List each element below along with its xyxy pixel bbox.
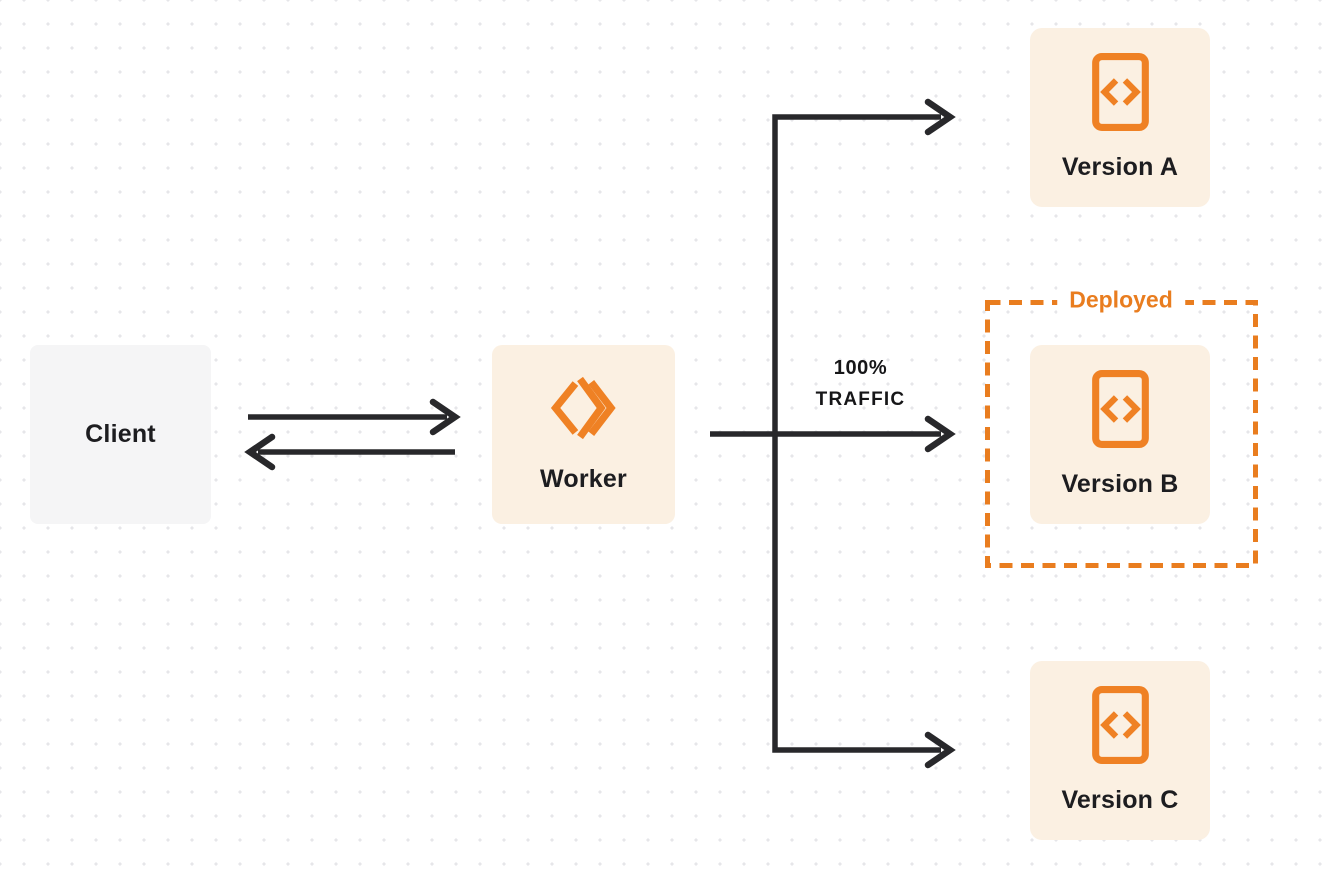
client-label: Client [85,420,156,448]
arrow-client-to-worker [248,398,461,436]
version-a-node: Version A [1030,28,1210,207]
arrow-to-version-c [924,731,956,769]
version-b-label: Version B [1061,470,1179,498]
arrow-worker-to-version-b [710,415,956,453]
arrow-to-version-a [924,98,956,136]
code-file-icon [1091,686,1149,764]
worker-node: Worker [492,345,675,524]
traffic-label: 100% TRAFFIC [788,352,933,416]
worker-label: Worker [540,465,627,493]
deployed-badge: Deployed [1057,284,1185,316]
branch-trunk [772,114,941,753]
traffic-percent: 100% [833,357,888,379]
traffic-word: TRAFFIC [815,389,906,410]
version-c-node: Version C [1030,661,1210,840]
arrow-worker-to-client [244,433,455,471]
client-node: Client [30,345,211,524]
version-c-label: Version C [1061,786,1179,814]
version-b-node: Version B [1030,345,1210,524]
version-a-label: Version A [1061,153,1179,181]
code-file-icon [1091,53,1149,131]
code-file-icon [1091,370,1149,448]
cloudflare-workers-logo-icon [550,376,616,440]
